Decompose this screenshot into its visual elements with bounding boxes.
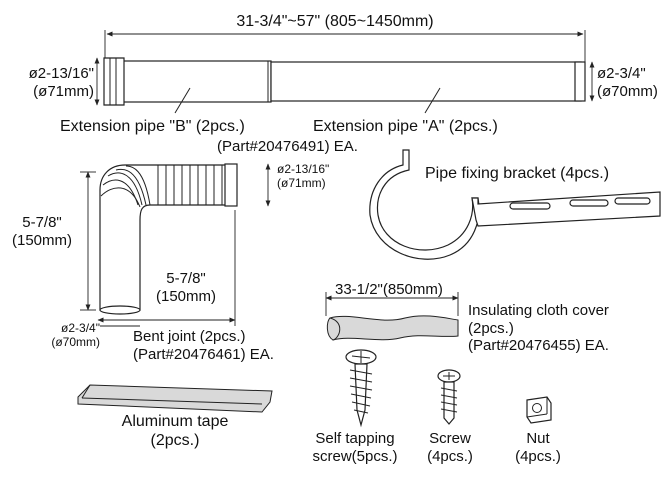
screw-label: Screw (4pcs.) [427,430,473,465]
overall-length-label: 31-3/4"~57" (805~1450mm) [236,13,434,30]
pipe-left-diameter-label: ø2-13/16" (ø71mm) [28,65,94,100]
insulating-cloth-cover [325,292,459,341]
cloth-cover-length-label: 33-1/2"(850mm) [335,281,443,298]
self-tapping-screw [345,349,377,428]
bent-joint-bottom-diameter-label: ø2-3/4" (ø70mm) [51,321,100,350]
aluminum-tape-label: Aluminum tape (2pcs.) [121,413,229,449]
aluminum-tape [77,384,273,413]
pipe-fixing-bracket [369,149,661,260]
insulating-cloth-cover-label: Insulating cloth cover (2pcs.) (Part#204… [468,302,609,355]
bent-joint-width-label: 5-7/8" (150mm) [155,270,216,305]
overall-length-dimension [104,30,586,62]
bent-joint-dimensions [80,163,271,327]
screw [437,369,461,425]
bent-joint-height-label: 5-7/8" (150mm) [11,214,72,249]
extension-pipe-part-number: (Part#20476491) EA. [217,138,358,155]
nut-label: Nut (4pcs.) [515,430,561,465]
nut [526,396,552,424]
extension-pipe [103,57,586,114]
bent-joint-label: Bent joint (2pcs.) (Part#20476461) EA. [133,328,274,363]
pipe-right-diameter-label: ø2-3/4" (ø70mm) [597,65,658,100]
extension-pipe-b-label: Extension pipe "B" (2pcs.) [60,118,245,135]
pipe-fixing-bracket-label: Pipe fixing bracket (4pcs.) [425,165,610,182]
pipe-diameter-dimensions [94,57,595,106]
bent-joint [99,163,238,315]
bent-joint-top-diameter-label: ø2-13/16" (ø71mm) [277,162,330,191]
extension-pipe-a-label: Extension pipe "A" (2pcs.) [313,118,498,135]
self-tapping-screw-label: Self tapping screw(5pcs.) [312,430,398,465]
